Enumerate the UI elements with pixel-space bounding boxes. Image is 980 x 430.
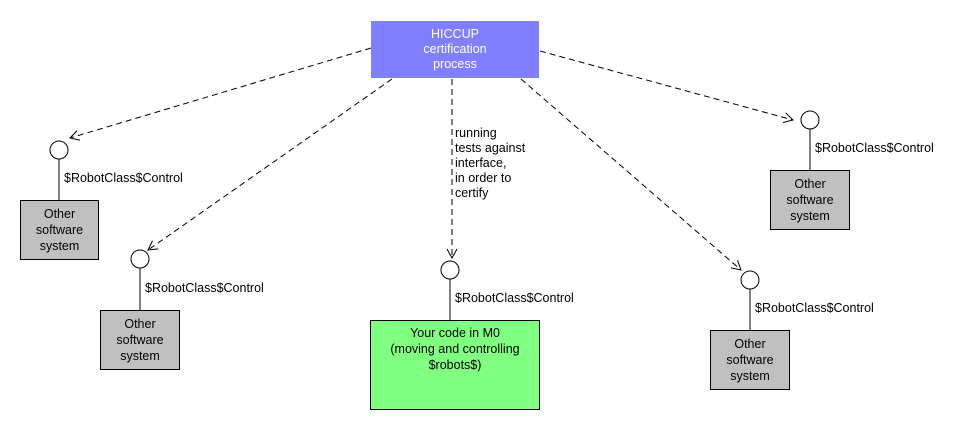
interface-label-4: $RobotClass$Control bbox=[755, 301, 874, 315]
interface-lollipop-3 bbox=[440, 260, 460, 280]
interface-label-2: $RobotClass$Control bbox=[145, 281, 264, 295]
your-code-box: Your code in M0 (moving and controlling … bbox=[370, 320, 540, 410]
edge-label-running-tests: running tests against interface, in orde… bbox=[455, 126, 526, 200]
dependency-arrow-1 bbox=[69, 47, 372, 141]
dependency-arrow-4 bbox=[520, 78, 742, 271]
other-software-system-box-1: Other software system bbox=[20, 200, 99, 260]
other-software-system-box-4: Other software system bbox=[710, 330, 790, 390]
dependency-arrow-2 bbox=[147, 78, 393, 251]
interface-lollipop-4 bbox=[740, 270, 760, 290]
other-software-system-box-2: Other software system bbox=[100, 310, 180, 370]
interface-label-5: $RobotClass$Control bbox=[815, 141, 934, 155]
interface-lollipop-2 bbox=[130, 249, 150, 269]
interface-lollipop-1 bbox=[49, 140, 69, 160]
interface-lollipop-5 bbox=[800, 110, 820, 130]
dependency-arrow-5 bbox=[539, 50, 794, 123]
hiccup-certification-process-box: HICCUP certification process bbox=[371, 21, 539, 78]
interface-label-1: $RobotClass$Control bbox=[64, 171, 183, 185]
other-software-system-box-3: Other software system bbox=[770, 170, 850, 230]
interface-label-3: $RobotClass$Control bbox=[455, 291, 574, 305]
